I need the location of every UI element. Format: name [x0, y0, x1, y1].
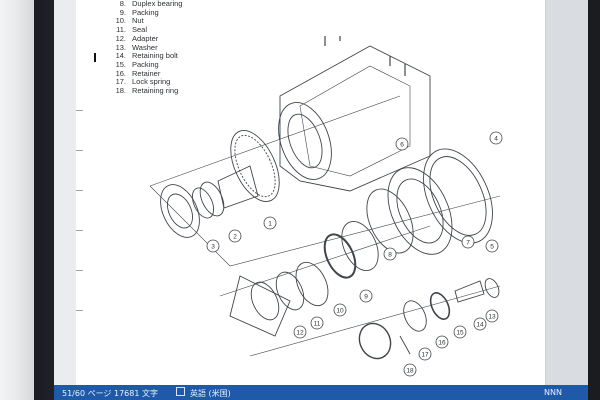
- gear: [230, 130, 280, 202]
- callout-12: [293, 325, 307, 339]
- housing: [279, 45, 431, 192]
- screen: [54, 0, 588, 385]
- margin-mark: [76, 310, 83, 311]
- callout-label: 1: [268, 221, 272, 228]
- parts-list-item: 11.Seal: [116, 25, 148, 35]
- parts-list-item: 13.Washer: [115, 42, 158, 52]
- callout-label: 10: [336, 308, 344, 315]
- callout-label: 14: [476, 322, 484, 329]
- callout-label: 18: [406, 368, 414, 375]
- parts-list-item: 14.Retaining bolt: [115, 51, 178, 61]
- status-page-count[interactable]: 51/60 ページ: [62, 389, 112, 398]
- status-right: NNN: [544, 388, 562, 397]
- status-language[interactable]: 英語 (米国): [190, 389, 231, 398]
- margin-mark: [76, 270, 83, 271]
- callout-label: 11: [314, 321, 321, 328]
- proofing-icon[interactable]: [176, 387, 185, 396]
- callout-4: [489, 131, 503, 145]
- parts-list-item: 12.Adapter: [115, 33, 159, 43]
- margin-mark: [76, 150, 83, 151]
- parts-list-item: 9.Packing: [119, 7, 159, 17]
- callout-15: [453, 325, 467, 339]
- callout-label: 15: [456, 330, 464, 337]
- seal-ring: [160, 184, 200, 238]
- parts-list-item: 18.Retaining ring: [115, 86, 179, 96]
- callout-label: 17: [421, 352, 429, 359]
- status-word-count[interactable]: 17681 文字: [114, 389, 158, 398]
- callout-label: 8: [388, 252, 392, 259]
- callout-label: 6: [400, 142, 404, 149]
- callout-label: 5: [490, 244, 494, 251]
- callout-10: [333, 303, 347, 317]
- diagram-svg: 1 2 3 4 5 6 7 8 9 10 11 12 13 14 15 16 1…: [149, 31, 503, 377]
- cover-plate: [423, 148, 493, 244]
- callout-5: [485, 239, 499, 253]
- callout-label: 2: [233, 234, 237, 241]
- callout-1: [263, 216, 277, 230]
- callout-label: 16: [438, 340, 446, 347]
- margin-mark: [76, 190, 83, 191]
- bearing-housing: [387, 167, 453, 255]
- callout-label: 4: [494, 136, 498, 143]
- change-bar: [94, 53, 96, 62]
- callout-label: 7: [466, 240, 470, 247]
- callout-14: [473, 317, 487, 331]
- callout-7: [461, 235, 475, 249]
- parts-list-item: 8.Duplex bearing: [119, 0, 183, 8]
- margin-mark: [76, 110, 83, 111]
- margin-marks: [76, 0, 86, 385]
- callout-label: 12: [296, 330, 304, 337]
- callout-16: [435, 335, 449, 349]
- callout-8: [383, 247, 397, 261]
- housing-flange: [278, 102, 332, 180]
- callout-3: [206, 239, 220, 253]
- app-workspace-right: [546, 0, 588, 385]
- callout-9: [359, 289, 373, 303]
- margin-mark: [76, 230, 83, 231]
- parts-list-item: 16.Retainer: [115, 68, 161, 78]
- statusbar: 51/60 ページ 17681 文字 英語 (米国) NNN: [54, 385, 588, 400]
- callout-label: 13: [488, 314, 496, 321]
- parts-list-item: 15.Packing: [115, 59, 159, 69]
- callout-label: 3: [211, 244, 215, 251]
- callout-17: [418, 347, 432, 361]
- background-wall: [0, 0, 34, 400]
- callout-2: [228, 229, 242, 243]
- parts-list-item: 17.Lock spring: [115, 77, 171, 87]
- callout-11: [310, 316, 324, 330]
- exploded-parts-diagram: 1 2 3 4 5 6 7 8 9 10 11 12 13 14 15 16 1…: [100, 31, 560, 386]
- parts-list-item: 10.Nut: [115, 16, 144, 26]
- retaining-ring: [358, 322, 392, 360]
- callout-label: 9: [364, 294, 368, 301]
- parts-list: 8.Duplex bearing 9.Packing 10.Nut 11.Sea…: [104, 0, 183, 96]
- callout-18: [403, 363, 417, 377]
- callout-13: [485, 309, 499, 323]
- callout-6: [395, 137, 409, 151]
